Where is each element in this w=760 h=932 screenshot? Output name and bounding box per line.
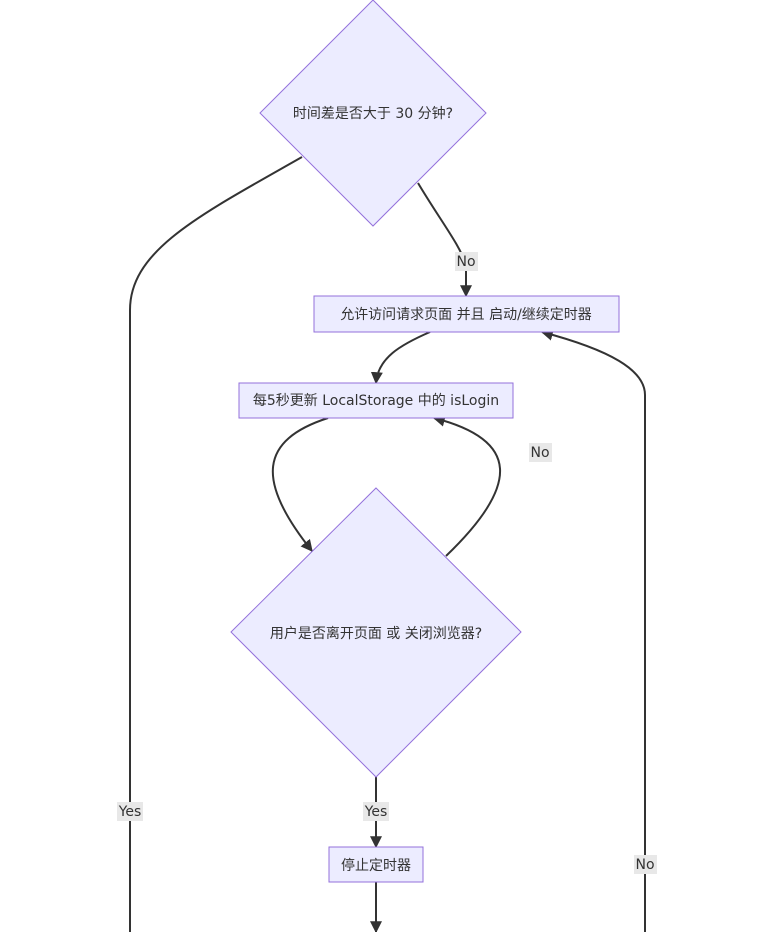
update-login-label: 每5秒更新 LocalStorage 中的 isLogin <box>253 393 499 409</box>
svg-text:No: No <box>456 254 475 270</box>
update-login-node: 每5秒更新 LocalStorage 中的 isLogin <box>238 382 514 419</box>
stop-timer-label: 停止定时器 <box>341 857 411 874</box>
edge-label-time-yes: Yes <box>117 802 143 821</box>
decision-time-node: 时间差是否大于 30 分钟? <box>259 0 487 227</box>
decision-time-label: 时间差是否大于 30 分钟? <box>293 105 453 122</box>
stop-timer-node: 停止定时器 <box>328 846 424 883</box>
allow-access-node: 允许访问请求页面 并且 启动/继续定时器 <box>313 295 620 333</box>
edge-time-no <box>417 182 472 298</box>
svg-text:No: No <box>530 445 549 461</box>
svg-text:No: No <box>635 857 654 873</box>
allow-access-label: 允许访问请求页面 并且 启动/继续定时器 <box>340 306 592 323</box>
svg-text:Yes: Yes <box>364 804 388 820</box>
edge-leave-no <box>432 414 501 557</box>
edge-label-leave-no: No <box>529 443 552 462</box>
edge-label-leave-yes: Yes <box>363 802 389 821</box>
edge-right-no <box>540 328 646 932</box>
svg-text:Yes: Yes <box>118 804 142 820</box>
edge-allow-to-update <box>370 331 431 385</box>
decision-leave-label: 用户是否离开页面 或 关闭浏览器? <box>270 625 482 642</box>
edge-time-yes <box>129 156 303 932</box>
edge-update-to-leave <box>271 417 329 552</box>
edge-label-right-no: No <box>634 855 657 874</box>
edge-label-time-no: No <box>455 252 478 271</box>
decision-leave-node: 用户是否离开页面 或 关闭浏览器? <box>230 487 522 778</box>
